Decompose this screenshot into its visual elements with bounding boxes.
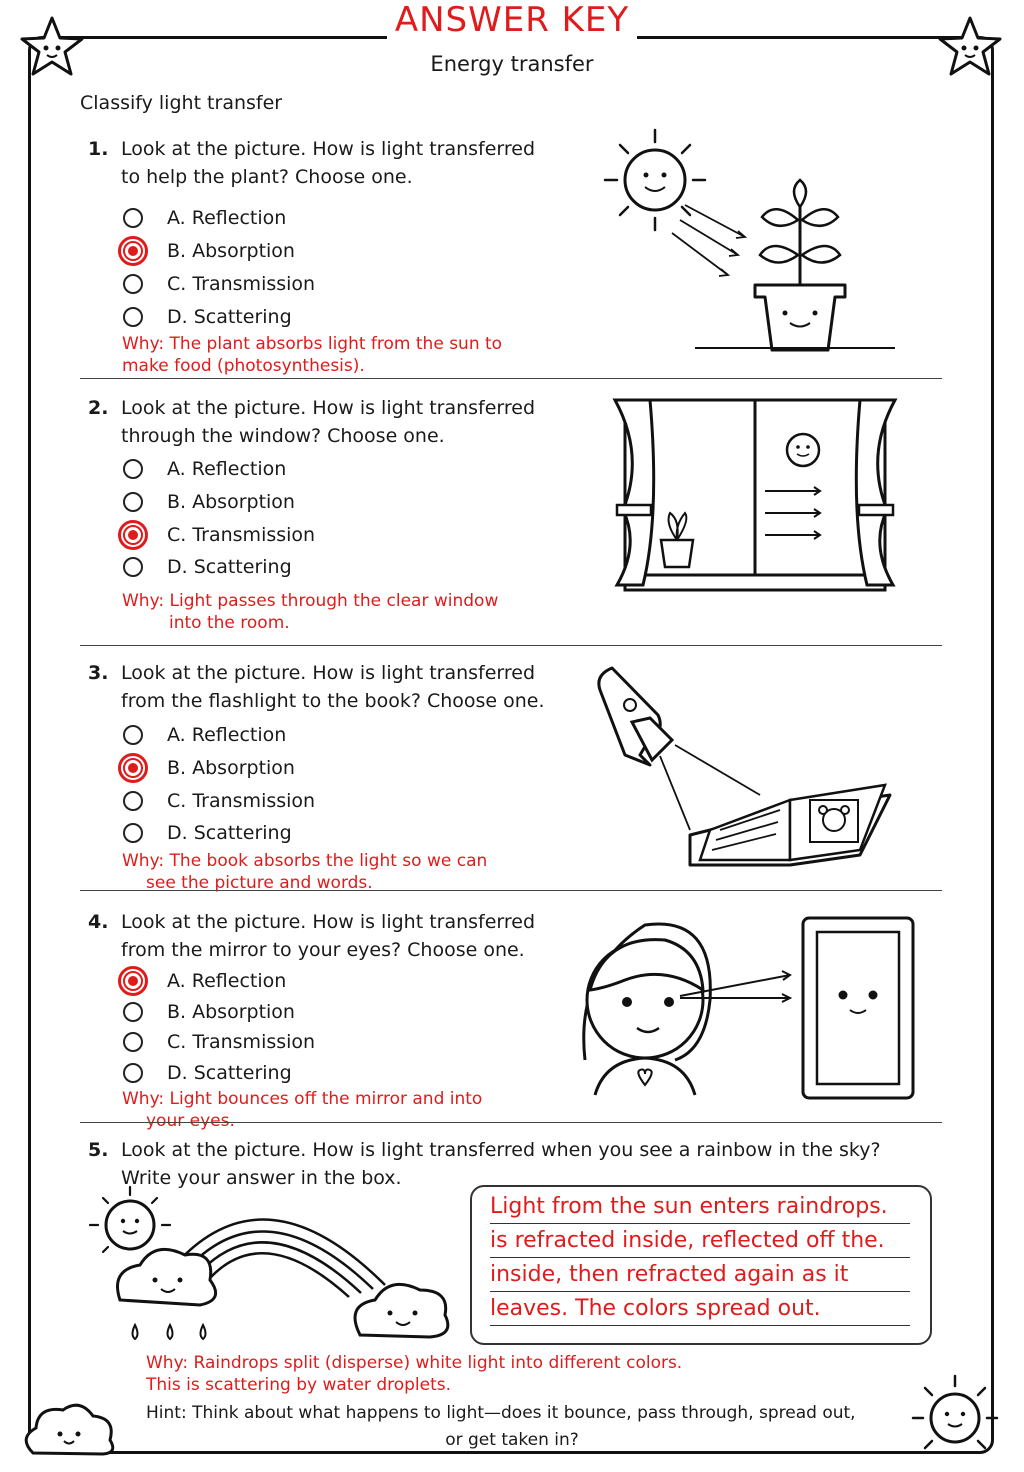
answer-box[interactable]: [470, 1185, 932, 1345]
radio-button[interactable]: [123, 725, 143, 745]
question-5-number: 5.: [88, 1139, 109, 1161]
girl-mirror-illustration: [582, 916, 915, 1100]
worksheet-subtitle: Energy transfer: [430, 52, 594, 76]
section-divider: [80, 890, 942, 891]
section-divider: [80, 1122, 942, 1123]
question-4-text: Look at the picture. How is light transf…: [121, 911, 536, 961]
section-divider: [80, 378, 942, 379]
answer-line: leaves. The colors spread out.: [490, 1293, 910, 1326]
hint-line-2: or get taken in?: [445, 1430, 579, 1450]
q1-option-b[interactable]: B. Absorption: [118, 236, 295, 266]
q3-option-c[interactable]: C. Transmission: [123, 787, 315, 815]
radio-button[interactable]: [123, 823, 143, 843]
radio-button[interactable]: [123, 791, 143, 811]
radio-button[interactable]: [123, 1032, 143, 1052]
q1-option-c[interactable]: C. Transmission: [123, 270, 315, 298]
q2-why: Why: Light passes through the clear wind…: [122, 591, 499, 633]
radio-button-selected[interactable]: [118, 520, 148, 550]
section-divider: [80, 645, 942, 646]
q4-option-d[interactable]: D. Scattering: [123, 1059, 292, 1087]
question-3-text: Look at the picture. How is light transf…: [121, 662, 545, 712]
q3-option-a[interactable]: A. Reflection: [123, 721, 286, 749]
hint-line-1: Hint: Think about what happens to light—…: [146, 1403, 856, 1423]
q2-option-a[interactable]: A. Reflection: [123, 455, 286, 483]
q2-option-b[interactable]: B. Absorption: [123, 488, 295, 516]
question-2-number: 2.: [88, 397, 109, 419]
flashlight-book-illustration: [597, 666, 892, 867]
q1-why: Why: The plant absorbs light from the su…: [122, 334, 503, 376]
radio-button[interactable]: [123, 307, 143, 327]
q3-why: Why: The book absorbs the light so we ca…: [122, 851, 488, 893]
radio-button[interactable]: [123, 208, 143, 228]
question-5-text: Look at the picture. How is light transf…: [121, 1139, 881, 1189]
question-2-text: Look at the picture. How is light transf…: [121, 397, 536, 447]
sun-plant-illustration: [603, 128, 895, 352]
q3-option-b[interactable]: B. Absorption: [118, 753, 295, 783]
radio-button[interactable]: [123, 459, 143, 479]
q4-option-c[interactable]: C. Transmission: [123, 1028, 315, 1056]
star-icon: [938, 16, 1002, 76]
question-1-text: Look at the picture. How is light transf…: [121, 138, 536, 188]
rainbow-illustration: [88, 1185, 450, 1341]
answer-key-title: ANSWER KEY: [0, 0, 1024, 40]
q1-option-a[interactable]: A. Reflection: [123, 204, 286, 232]
sun-icon: [911, 1374, 999, 1450]
answer-line: Light from the sun enters raindrops.: [490, 1191, 910, 1224]
radio-button-selected[interactable]: [118, 753, 148, 783]
q2-option-d[interactable]: D. Scattering: [123, 553, 292, 581]
q2-option-c[interactable]: C. Transmission: [118, 520, 315, 550]
q4-option-b[interactable]: B. Absorption: [123, 998, 295, 1026]
cloud-icon: [24, 1403, 115, 1456]
answer-line: is refracted inside, reflected off the.: [490, 1225, 910, 1258]
radio-button-selected[interactable]: [118, 236, 148, 266]
radio-button[interactable]: [123, 557, 143, 577]
answer-line: inside, then refracted again as it: [490, 1259, 910, 1292]
q4-why: Why: Light bounces off the mirror and in…: [122, 1089, 483, 1131]
radio-button[interactable]: [123, 1063, 143, 1083]
radio-button[interactable]: [123, 1002, 143, 1022]
section-heading: Classify light transfer: [80, 92, 283, 114]
radio-button[interactable]: [123, 492, 143, 512]
star-icon: [20, 16, 84, 76]
question-1-number: 1.: [88, 138, 109, 160]
q4-option-a[interactable]: A. Reflection: [118, 966, 286, 996]
radio-button[interactable]: [123, 274, 143, 294]
q5-why: Why: Raindrops split (disperse) white li…: [146, 1353, 683, 1395]
question-4-number: 4.: [88, 911, 109, 933]
question-3-number: 3.: [88, 662, 109, 684]
q1-option-d[interactable]: D. Scattering: [123, 303, 292, 331]
q3-option-d[interactable]: D. Scattering: [123, 819, 292, 847]
radio-button-selected[interactable]: [118, 966, 148, 996]
window-illustration: [612, 398, 898, 592]
